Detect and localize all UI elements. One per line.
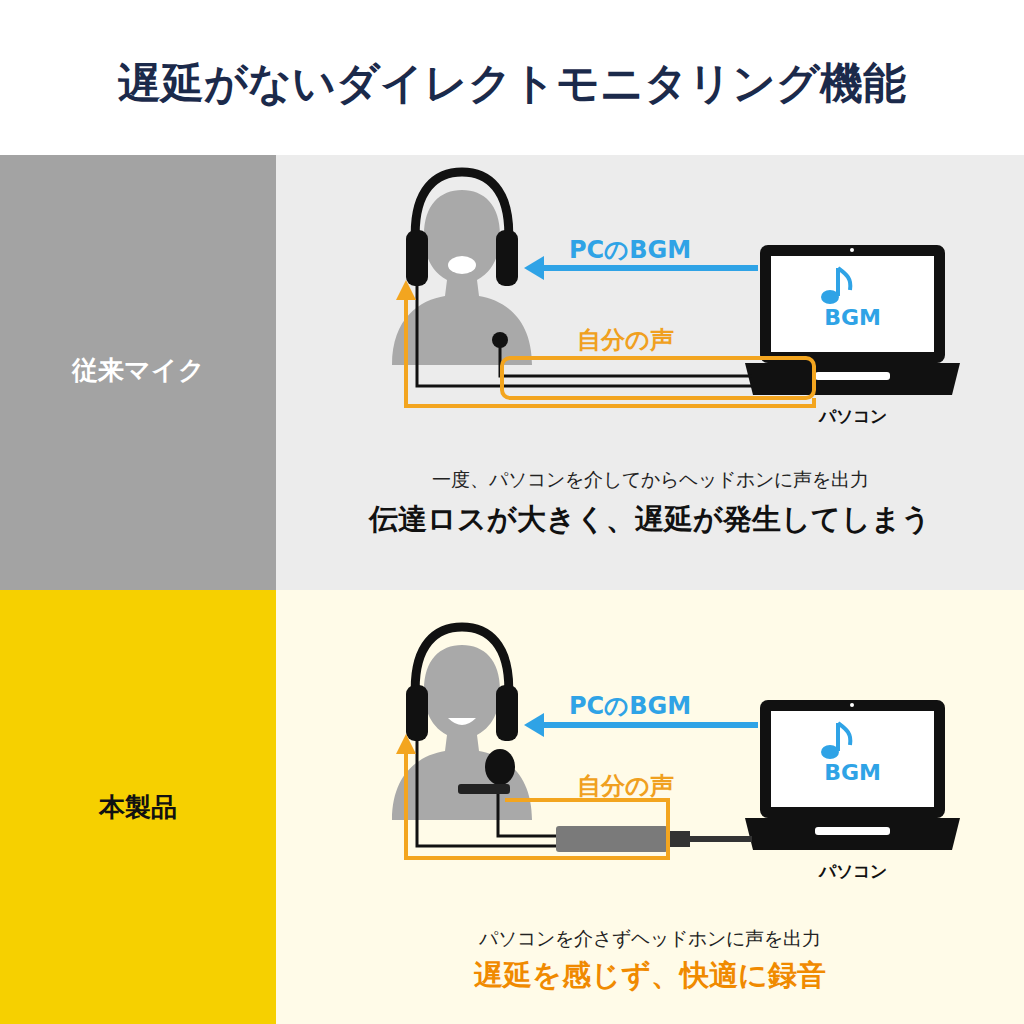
node-text: 伝達ロスが大きく、遅延が発生してしまう — [276, 500, 1024, 540]
node-text: 遅延を感じず、快適に録音 — [276, 956, 1024, 996]
arrow-label: PCのBGM — [569, 234, 691, 266]
arrow-label: 自分の声 — [577, 770, 674, 802]
node-text: BGM — [745, 305, 960, 330]
node-text: 本製品 — [0, 790, 276, 825]
panel1-figure — [392, 172, 960, 406]
panel-ground — [276, 590, 1024, 1024]
band-ground — [0, 155, 276, 590]
node-text: 一度、パソコンを介してからヘッドホンに声を出力 — [276, 467, 1024, 493]
arrow-label: 自分の声 — [577, 324, 674, 356]
node-text: BGM — [745, 760, 960, 785]
panel2-figure — [392, 627, 960, 858]
band-label: 本製品 — [0, 590, 276, 1024]
laptop: BGM パソコン — [745, 700, 960, 890]
title: 遅延がないダイレクトモニタリング機能 — [0, 55, 1024, 113]
node-text: パソコン — [745, 860, 960, 883]
band-ground — [0, 590, 276, 1024]
band-label: 従来マイク — [0, 155, 276, 590]
panel-ground — [276, 155, 1024, 590]
node-text: パソコンを介さずヘッドホンに声を出力 — [276, 926, 1024, 952]
panel: 一度、パソコンを介してからヘッドホンに声を出力伝達ロスが大きく、遅延が発生してし… — [276, 155, 1024, 590]
arrow-label: PCのBGM — [569, 690, 691, 722]
laptop: BGM パソコン — [745, 245, 960, 435]
panel: パソコンを介さずヘッドホンに声を出力遅延を感じず、快適に録音 BGM パソコン — [276, 590, 1024, 1024]
node-text: 従来マイク — [0, 353, 276, 388]
node-text: パソコン — [745, 405, 960, 428]
